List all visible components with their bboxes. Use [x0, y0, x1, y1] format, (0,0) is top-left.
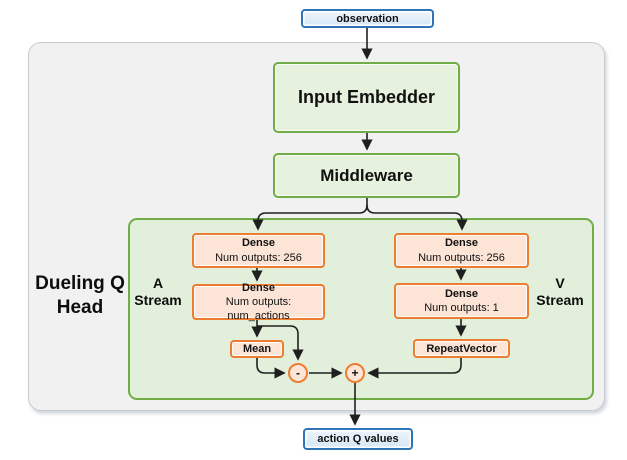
node-a-dense-1: Dense Num outputs: 256 — [192, 233, 325, 268]
a-dense-2-title: Dense — [241, 281, 276, 294]
v-dense-1-title: Dense — [444, 237, 479, 250]
a-dense-1-title: Dense — [241, 237, 276, 250]
node-v-dense-1: Dense Num outputs: 256 — [394, 233, 529, 268]
node-a-dense-2: Dense Num outputs: num_actions — [192, 281, 325, 322]
dueling-q-head-label: Dueling Q Head — [35, 273, 125, 319]
v-dense-2-title: Dense — [444, 287, 479, 300]
node-repeat-vector: RepeatVector — [413, 339, 510, 358]
node-input-embedder: Input Embedder — [273, 62, 460, 133]
node-v-dense-2: Dense Num outputs: 1 — [394, 283, 529, 319]
add-operator-circle: + — [345, 363, 365, 383]
a-dense-2-num-outputs: Num outputs: num_actions — [225, 295, 292, 323]
a-dense-1-num-outputs: Num outputs: 256 — [215, 251, 302, 264]
node-middleware: Middleware — [273, 153, 460, 198]
v-dense-2-num-outputs: Num outputs: 1 — [424, 302, 499, 314]
node-observation: observation — [301, 9, 434, 28]
v-stream-label: V Stream — [536, 275, 584, 308]
node-action-q-values: action Q values — [303, 428, 413, 450]
v-dense-1-num-outputs: Num outputs: 256 — [418, 251, 505, 264]
a-stream-label: A Stream — [134, 275, 182, 308]
subtract-operator-circle: - — [288, 363, 308, 383]
node-mean: Mean — [230, 340, 284, 358]
